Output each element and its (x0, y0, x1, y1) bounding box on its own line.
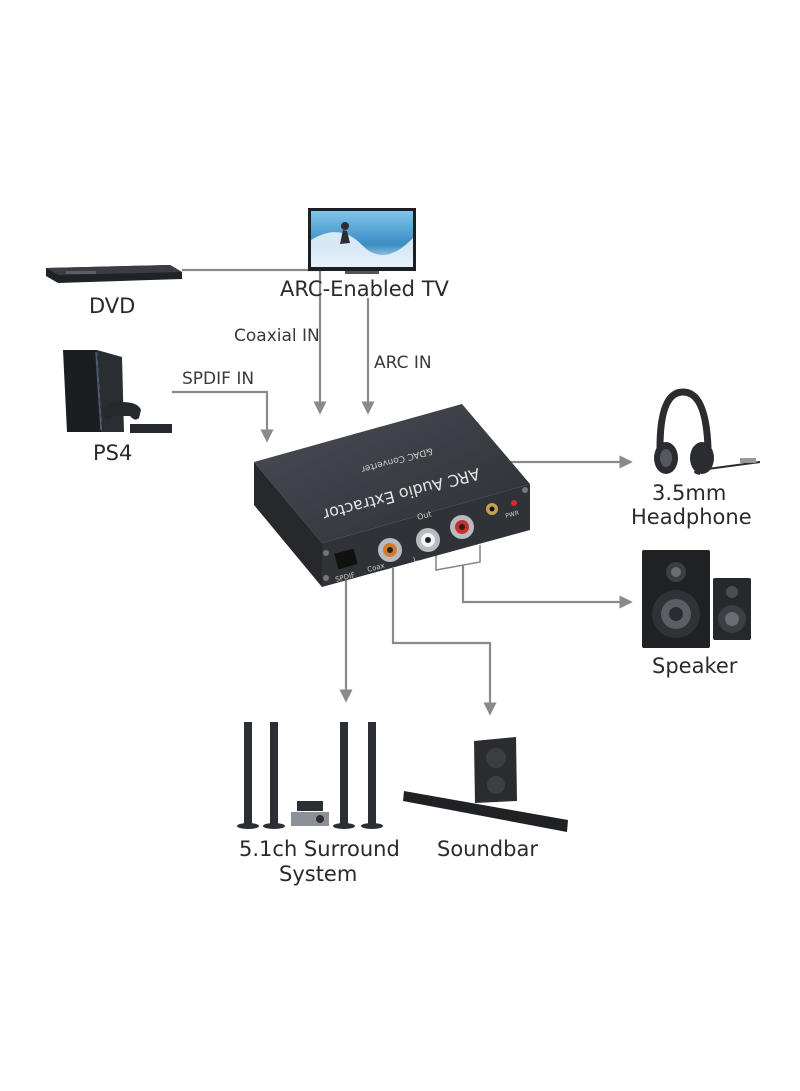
headphone-icon (654, 388, 761, 475)
arc-in-label: ARC IN (374, 353, 432, 373)
l-port-label: L (412, 555, 418, 564)
dvd-icon (46, 265, 182, 283)
surround-label-line1: 5.1ch Surround (239, 837, 400, 861)
soundbar-label: Soundbar (437, 837, 538, 861)
dvd-label: DVD (89, 294, 136, 318)
speaker-icon (642, 550, 751, 648)
arc-audio-extractor: ARC Audio Extractor &DAC Converter Out S… (254, 404, 530, 587)
coaxial-in-label: Coaxial IN (234, 326, 320, 346)
tv-icon (308, 208, 416, 274)
headphone-label-line2: Headphone (631, 505, 752, 529)
ps4-icon (63, 350, 172, 433)
tv-label: ARC-Enabled TV (280, 277, 449, 301)
surround-system-icon (237, 722, 383, 829)
pwr-label: PWR (505, 510, 520, 520)
surround-label-line2: System (279, 862, 358, 886)
lr-bracket (435, 545, 481, 571)
soundbar-line (391, 568, 497, 716)
out-port-label: Out (416, 509, 432, 521)
speaker-label: Speaker (652, 654, 738, 678)
soundbar-icon (403, 737, 568, 832)
speaker-line (461, 565, 633, 609)
spdif-in-line (172, 390, 274, 443)
headphone-label-line1: 3.5mm (652, 481, 727, 505)
ps4-label: PS4 (93, 441, 133, 465)
connector-lines (172, 268, 633, 716)
spdif-in-label: SPDIF IN (182, 369, 255, 389)
